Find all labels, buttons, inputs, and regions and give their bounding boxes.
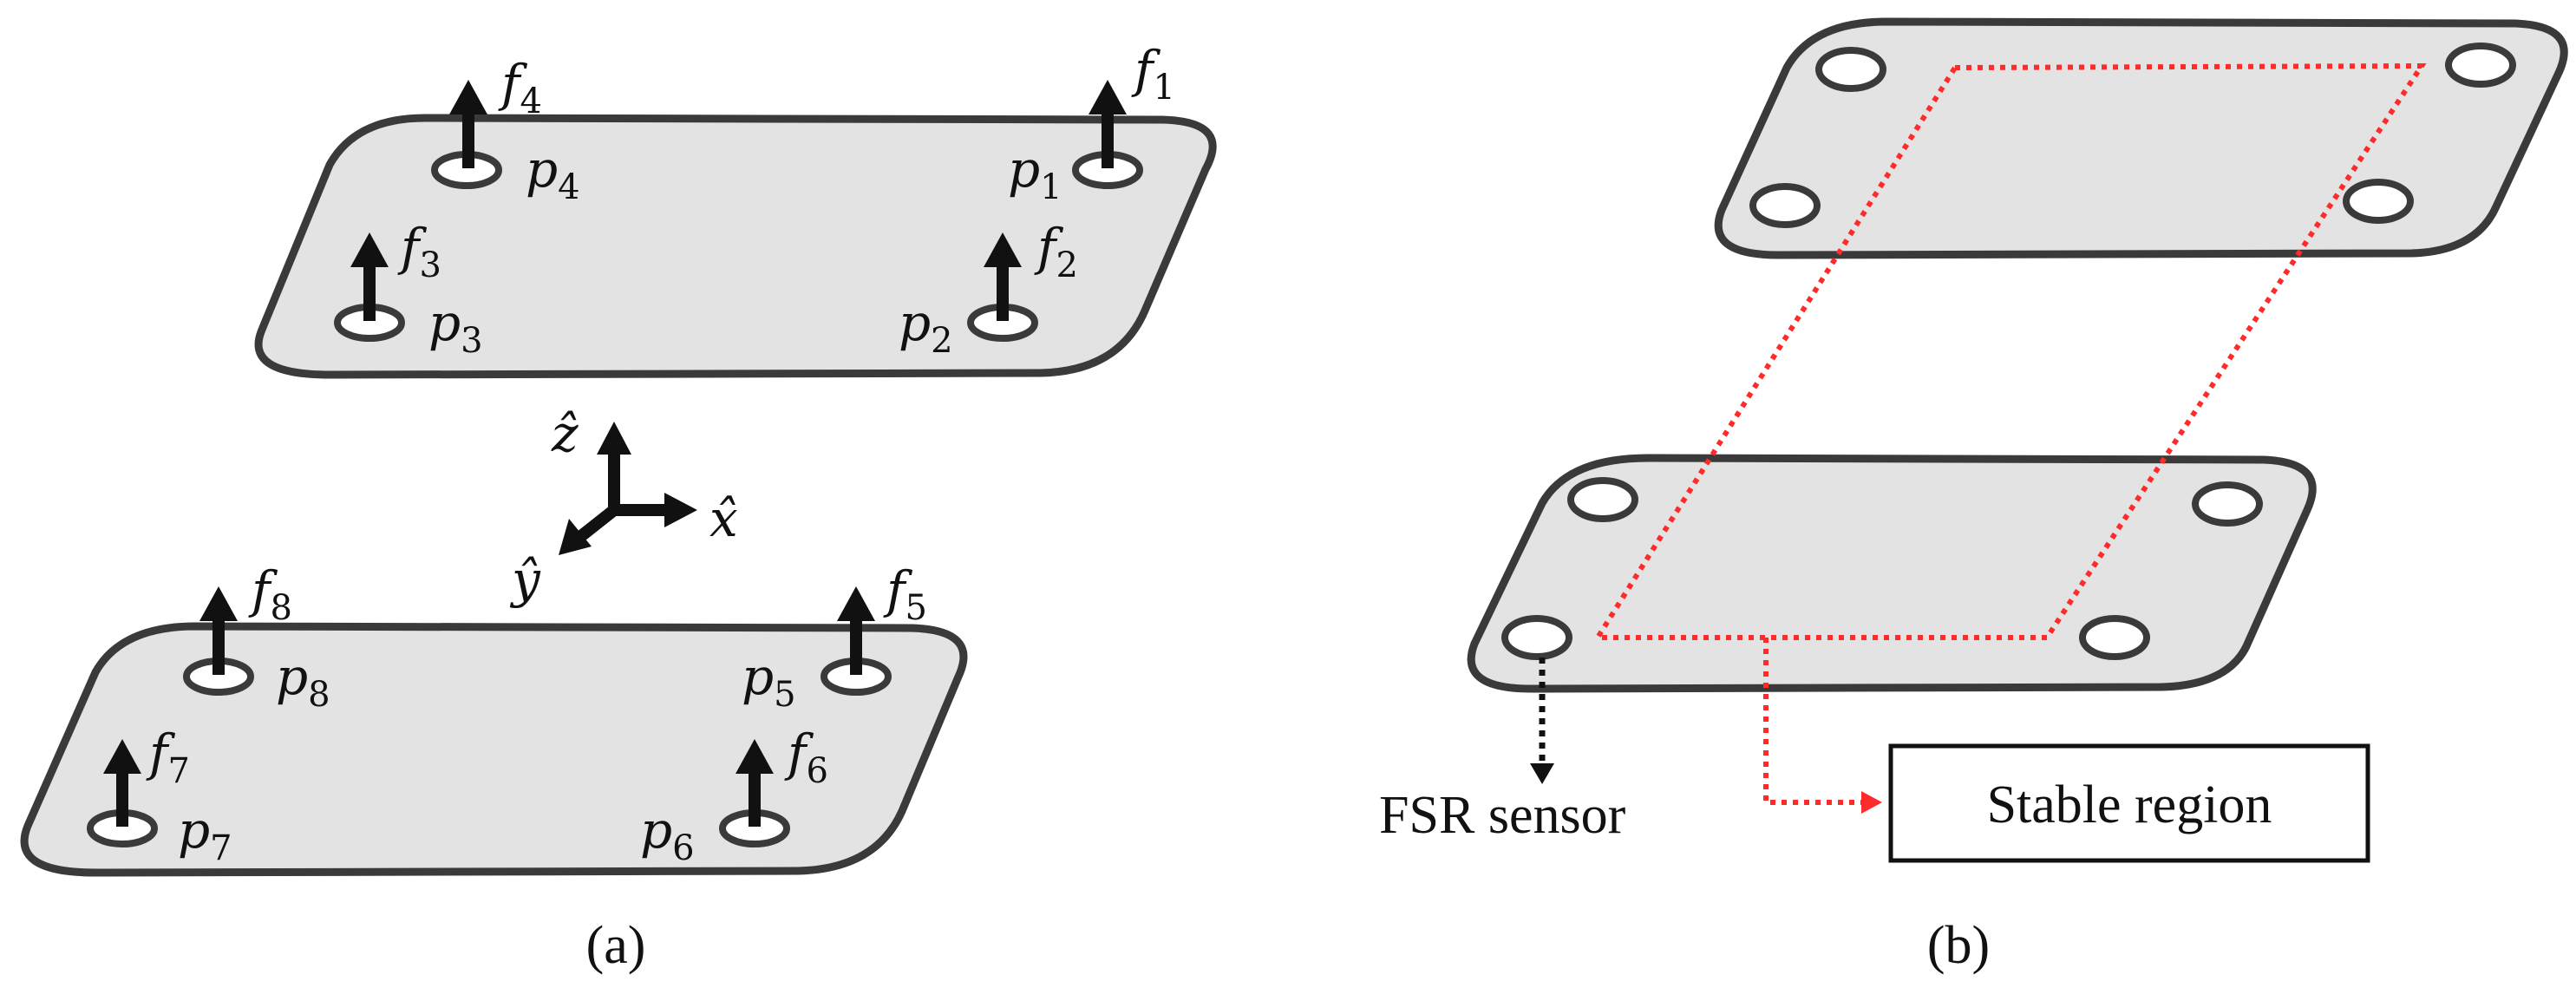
fsr-sensor-ring <box>1749 183 1821 228</box>
caption-b: (b) <box>1927 916 1990 975</box>
fsr-sensor-ring <box>1501 615 1572 660</box>
force-arrow-f6 <box>736 739 774 827</box>
force-arrow-f3 <box>350 232 389 321</box>
stable-region-label: Stable region <box>1987 775 2272 834</box>
panel-a: f4 f1 f3 f2 f8 f5 f7 f6 p4 p1 p3 p2 p8 p… <box>20 40 1217 975</box>
foot-plate-upper <box>254 114 1217 379</box>
fsr-sensor-ring <box>2079 615 2150 660</box>
fsr-sensor-ring <box>1815 47 1886 92</box>
label-p2: p2 <box>899 293 953 361</box>
axis-label-y: ŷ <box>509 550 541 609</box>
stable-region-pointer-head <box>1861 791 1882 814</box>
force-arrow-f4 <box>449 80 487 168</box>
force-arrow-f2 <box>984 232 1022 321</box>
caption-a: (a) <box>586 916 646 975</box>
force-arrow-f8 <box>199 586 238 675</box>
axis-label-x: x̂ <box>709 489 738 548</box>
fsr-sensor-ring <box>2192 481 2263 527</box>
label-f5: f5 <box>883 560 927 628</box>
label-f8: f8 <box>248 560 292 628</box>
foot-plate-lower <box>20 622 968 877</box>
stable-region-pointer <box>1763 638 1865 805</box>
fsr-sensor-ring <box>2343 179 2414 224</box>
fsr-sensor-ring <box>2445 43 2516 88</box>
fsr-sensor-label: FSR sensor <box>1379 786 1626 845</box>
label-f4: f4 <box>498 54 542 121</box>
stable-region-box <box>1888 743 2370 863</box>
force-arrow-f1 <box>1089 80 1127 168</box>
fsr-sensor-ring <box>1567 477 1638 522</box>
panel-b: FSR sensor Stable region (b) <box>1379 17 2568 975</box>
axis-label-z: ẑ <box>551 404 579 463</box>
fsr-pointer-head <box>1530 763 1554 784</box>
label-p1: p1 <box>1008 140 1062 207</box>
coordinate-frame <box>559 422 697 555</box>
force-arrow-f7 <box>103 739 141 827</box>
force-arrow-f5 <box>837 586 875 675</box>
label-f1: f1 <box>1131 40 1175 108</box>
